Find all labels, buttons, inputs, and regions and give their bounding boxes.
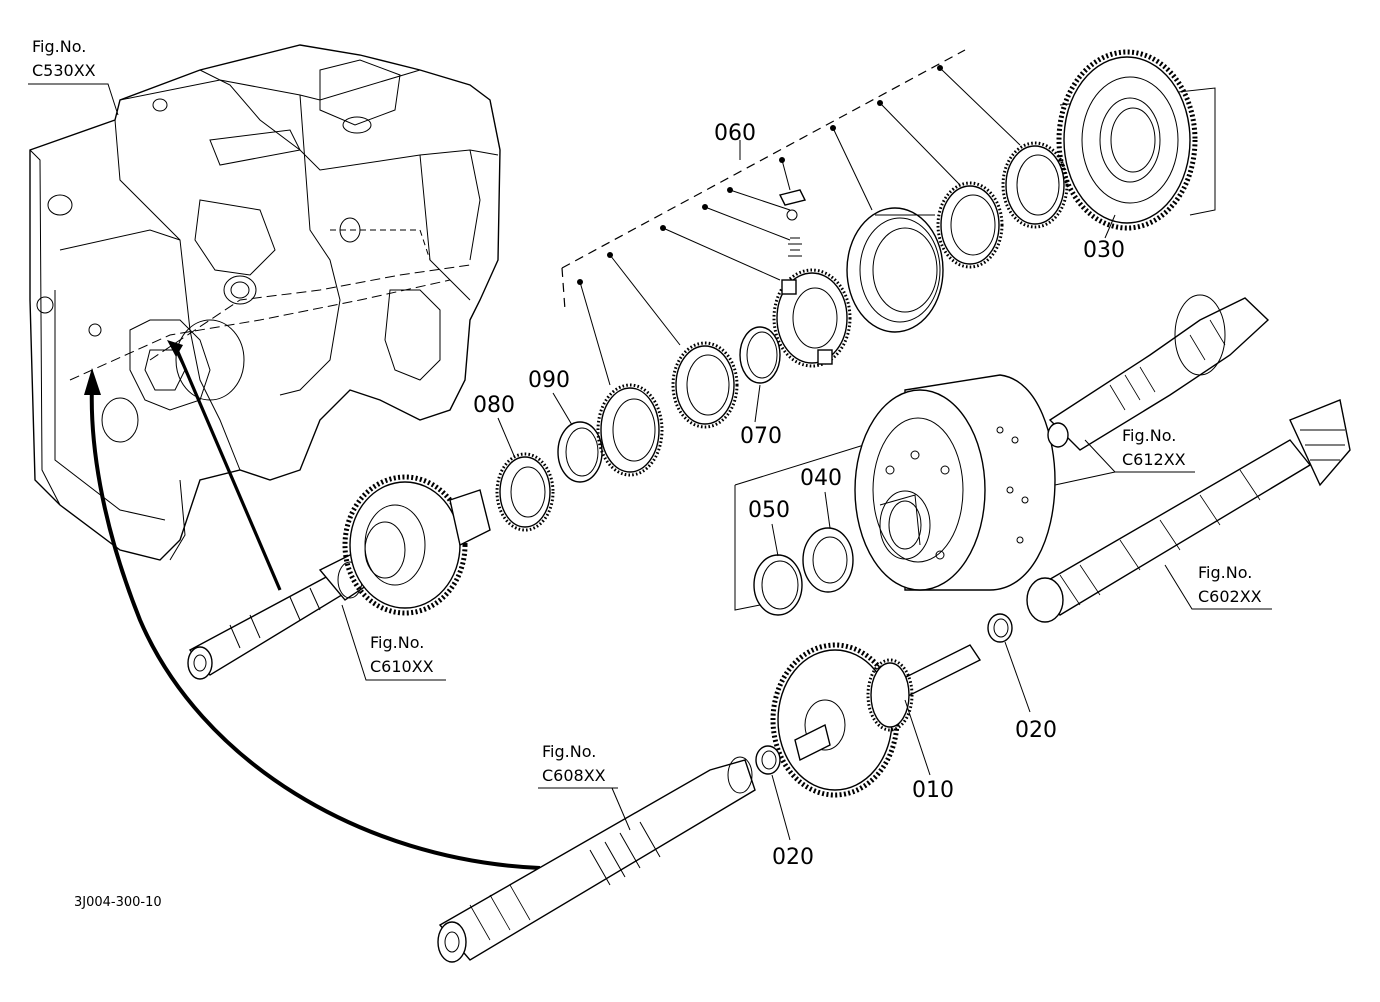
shaft-c612 xyxy=(1047,294,1270,451)
snap-ring-050 xyxy=(753,554,803,616)
synchro-ring-d xyxy=(596,383,664,477)
bearing-020-lower xyxy=(755,745,781,775)
figure-ref-code: C608XX xyxy=(542,766,606,785)
figure-ref-c612[interactable]: Fig.No. C612XX xyxy=(1054,426,1195,486)
bearing-020-upper xyxy=(987,613,1013,643)
part-label-020-lower: 020 xyxy=(772,845,814,870)
figure-ref-c530[interactable]: Fig.No. C530XX xyxy=(28,37,119,116)
part-label-050: 050 xyxy=(748,498,790,523)
snap-ring-070 xyxy=(739,326,781,384)
part-label-010: 010 xyxy=(912,778,954,803)
drawing-code: 3J004-300-10 xyxy=(74,895,162,910)
part-labels: 060 030 090 080 070 040 050 020 010 020 xyxy=(473,121,1125,870)
figure-ref-c610[interactable]: Fig.No. C610XX xyxy=(341,604,446,681)
figure-ref-c608[interactable]: Fig.No. C608XX xyxy=(538,742,631,831)
clutch-drum xyxy=(854,374,1056,591)
figure-ref-c602[interactable]: Fig.No. C602XX xyxy=(1164,563,1272,610)
gear-shaft-010 xyxy=(770,642,982,798)
synchro-hub xyxy=(772,268,852,368)
part-label-020-upper: 020 xyxy=(1015,718,1057,743)
shift-sleeve xyxy=(846,207,944,333)
part-label-090: 090 xyxy=(528,368,570,393)
shaft-c610 xyxy=(187,474,491,680)
figure-ref-code: C610XX xyxy=(370,657,434,676)
snap-ring-090 xyxy=(557,421,603,483)
transmission-case xyxy=(29,44,501,561)
figure-ref-title: Fig.No. xyxy=(1122,426,1176,445)
shaft-c602 xyxy=(1026,399,1351,623)
figure-ref-title: Fig.No. xyxy=(370,633,424,652)
leader-lines xyxy=(577,65,1021,386)
synchro-ring-a xyxy=(936,181,1004,269)
bearing-040 xyxy=(802,527,854,593)
needle-bearing-080 xyxy=(495,452,555,532)
figure-ref-title: Fig.No. xyxy=(542,742,596,761)
clutch-group-outline xyxy=(734,439,881,611)
part-label-060: 060 xyxy=(714,121,756,146)
figure-ref-title: Fig.No. xyxy=(32,37,86,56)
part-label-030: 030 xyxy=(1083,238,1125,263)
synchro-ring-b xyxy=(1001,141,1069,229)
figure-ref-code: C612XX xyxy=(1122,450,1186,469)
shaft-c608 xyxy=(437,756,756,963)
gear-030 xyxy=(1056,49,1198,231)
figure-ref-code: C602XX xyxy=(1198,587,1262,606)
figure-ref-code: C530XX xyxy=(32,61,96,80)
assembly-arrows xyxy=(84,340,541,870)
part-label-070: 070 xyxy=(740,424,782,449)
figure-ref-title: Fig.No. xyxy=(1198,563,1252,582)
synchro-ring-c xyxy=(671,341,739,429)
part-label-080: 080 xyxy=(473,393,515,418)
part-label-040: 040 xyxy=(800,466,842,491)
detent-parts xyxy=(778,189,807,257)
